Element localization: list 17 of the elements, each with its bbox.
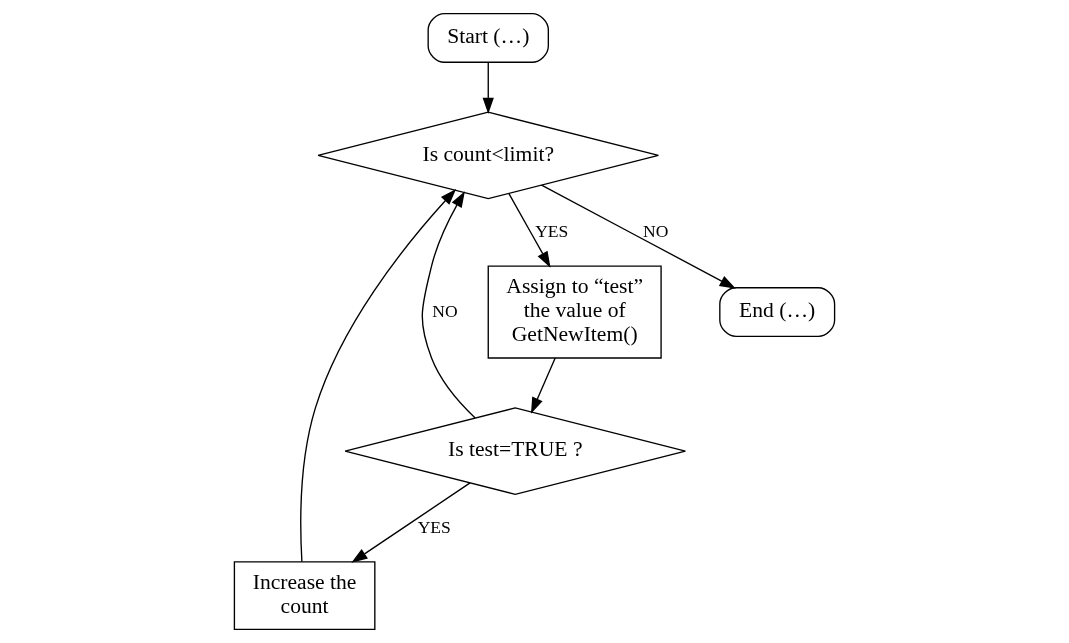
edge-label: YES [417,516,451,537]
edge-label: NO [643,220,669,241]
arrow [530,357,556,414]
node-box: Start (…) [427,12,549,63]
node-diamond: Is test=TRUE ? [344,407,687,496]
node-box: Assign to “test” the value of GetNewItem() [487,265,662,359]
arrow [351,482,471,563]
arrow [508,192,551,268]
edge-label: NO [432,300,458,321]
node-box: End (…) [719,287,836,338]
edge-label: YES [535,220,569,241]
node-box: Increase the count [233,561,376,631]
node-diamond: Is count<limit? [317,111,660,200]
arrow [482,61,494,114]
arrow [421,191,476,419]
arrow [540,184,736,289]
arrow [300,188,457,563]
